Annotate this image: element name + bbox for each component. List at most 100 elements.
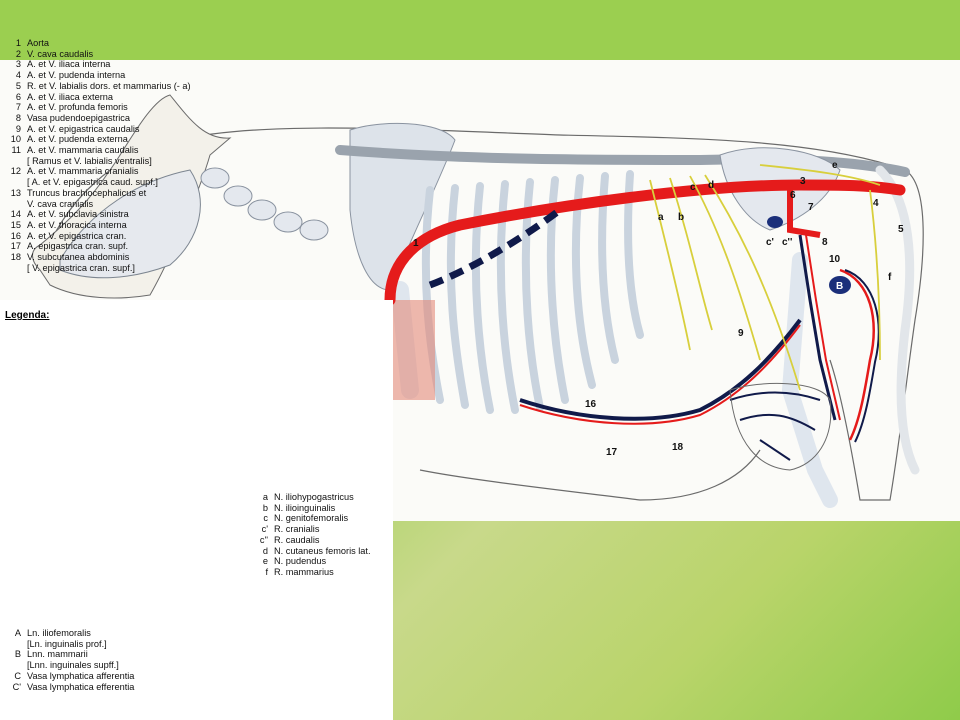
label-9: 9 [738,328,744,339]
tail [875,165,920,475]
aorta [384,179,906,306]
legend-row: f R. mammarius [250,567,371,578]
subcutanea-abdominis [519,318,802,421]
legend-key: 8 [15,112,21,123]
legend-text: Vasa lymphatica afferentia [27,670,135,681]
legend-text: Aorta [27,38,49,48]
legend-row: C'Vasa lymphatica efferentia [3,682,135,693]
legend-row: [ Ramus et V. labialis ventralis] [3,156,191,167]
legend-text: [ V. epigastrica cran. supf.] [27,262,135,273]
legend-text: R. mammarius [274,566,334,577]
iliaca-vessels [787,190,821,238]
label-6: 6 [790,190,796,201]
legend-key: b [262,502,268,513]
label-4: 4 [873,198,879,209]
label-8: 8 [822,237,828,248]
legend-row: 9 A. et V. epigastrica caudalis [3,124,191,135]
legend-key: B [14,649,21,660]
legend-text: A. et V. pudenda externa [27,134,128,145]
legend-text: A. et V. thoracica interna [27,219,127,230]
legend-row: [Ln. inguinalis prof.] [3,639,134,650]
udder [729,383,832,471]
legend-text: R. cranialis [274,524,320,535]
legend-key: e [262,556,268,567]
legend-text: A. et V. epigastrica caudalis [27,123,140,134]
legend-row: c'R. cranialis [250,524,371,535]
legend-text: N. genitofemoralis [274,513,349,524]
legend-key: d [262,545,268,556]
legend-text: A. et V. iliaca externa [27,91,113,102]
pudenda-artery [805,234,841,421]
legend-row: c N. genitofemoralis [250,513,371,524]
legend-key: 11 [11,145,21,156]
legend-row: B Lnn. mammarii [3,649,134,660]
spine [335,145,910,177]
legend-key: 17 [10,241,21,252]
legend-row: c''R. caudalis [250,535,371,546]
legend-text: Lnn. mammarii [27,649,88,660]
legend-key: c [263,513,268,524]
scapula [349,123,456,291]
label-c-double-prime: c'' [782,237,792,248]
legend-text: N. iliohypogastricus [274,492,354,502]
legend-text: V. subcutanea abdominis [27,252,130,263]
legend-key: a [262,492,268,502]
legend-text: [ Ramus et V. labialis ventralis] [27,155,152,166]
label-16: 16 [585,399,597,410]
legend-row: e N. pudendus [250,556,371,567]
legend-key: 2 [15,48,21,59]
lymph-node-A [767,216,783,228]
label-10: 10 [829,254,841,265]
vena-cava [428,207,563,289]
label-7: 7 [808,202,814,213]
pudenda-externa [798,234,837,421]
cow-anatomy-illustration: 1 3 4 5 6 7 8 9 10 16 17 18 a b c d e f … [32,94,924,508]
label-e: e [832,160,838,171]
legend-row: b N. ilioinguinalis [250,503,371,514]
legend-text: [ A. et V. epigastrica caud. supf.] [27,177,158,188]
legend-text: N. ilioinguinalis [274,502,336,513]
label-17: 17 [606,447,618,458]
legend-key: f [265,566,268,577]
legend-key: 5 [15,80,21,91]
legend-key: 7 [15,102,21,113]
label-1: 1 [413,238,419,249]
legend-key: A [14,628,21,638]
label-a: a [658,212,664,223]
legend-key: 12 [10,166,21,177]
label-c: c [690,182,696,193]
legend-key: 16 [10,230,21,241]
epigastrica-cran [519,324,801,425]
legend-row: a N. iliohypogastricus [250,492,371,503]
legend-text: A. et V. profunda femoris [27,102,128,113]
legend-key: 9 [15,123,21,134]
label-18: 18 [672,442,684,453]
legend-panel: Legenda: [0,300,393,720]
legend-key: 14 [10,209,21,220]
mammary-arch [839,268,875,441]
legend-key: 1 [15,38,21,48]
legend-text: [Lnn. inguinales supff.] [27,660,119,671]
label-3: 3 [800,176,806,187]
mammary-vein [844,269,880,443]
neck-vertebrae [200,167,329,241]
legend-text: [Ln. inguinalis prof.] [27,638,107,649]
legend-text: N. pudendus [274,556,327,567]
legend-text: Vasa pudendoepigastrica [27,112,131,123]
label-B: B [836,281,843,292]
